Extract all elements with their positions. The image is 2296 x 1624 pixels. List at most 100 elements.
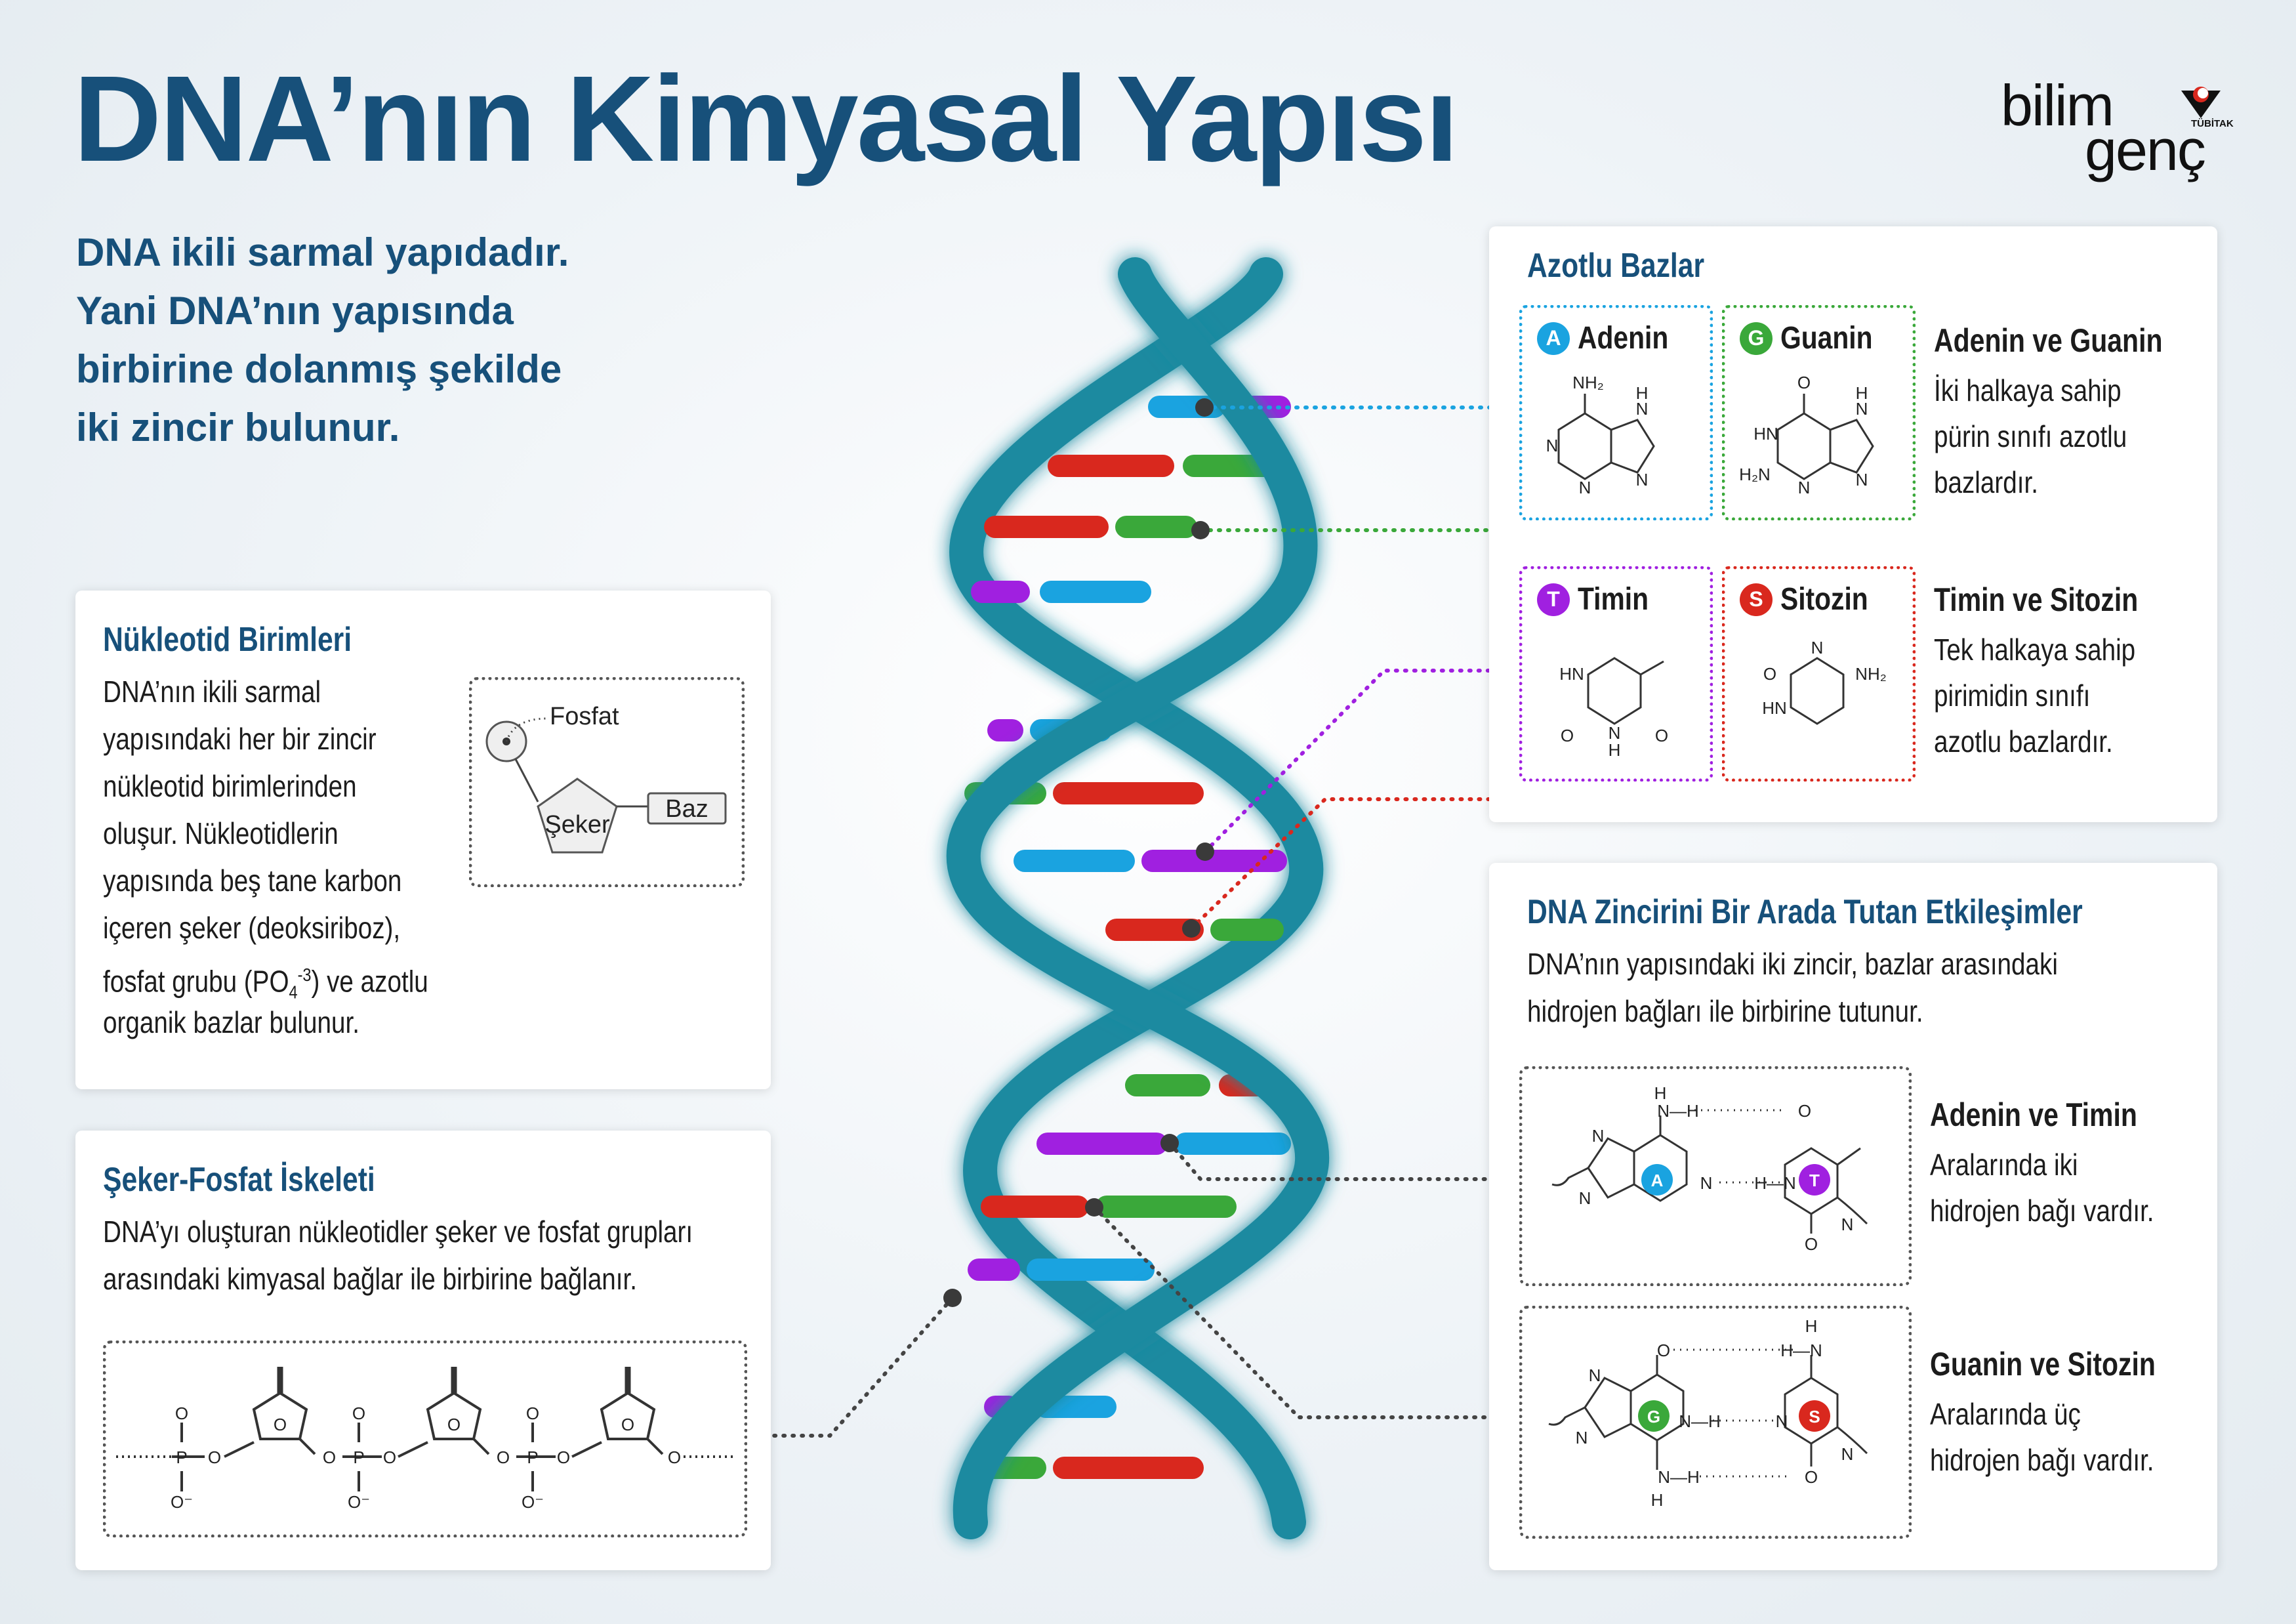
connector-dots: [943, 398, 1214, 1307]
pyrimidine-line: Tek halkaya sahip: [1934, 633, 2136, 667]
atom-o: O: [323, 1447, 336, 1467]
adenine-label: N: [1579, 478, 1591, 497]
base-rect-icon: [647, 792, 727, 825]
connector-dot: [1160, 1134, 1179, 1152]
adenine-name: Adenin: [1578, 321, 1669, 356]
atom-o: O: [175, 1404, 188, 1423]
at-label-n3: N: [1579, 1188, 1591, 1208]
connector-dot: [1085, 1198, 1103, 1217]
thymine-label: O: [1561, 726, 1574, 745]
guanine-label: H: [1856, 383, 1868, 403]
nucleotide-card: Nükleotid Birimleri DNA’nın ikili sarmal…: [75, 591, 771, 1089]
at-label-n: N: [1700, 1173, 1713, 1193]
gc-label-nh2: N—H: [1658, 1467, 1700, 1487]
backbone-line: arasındaki kimyasal bağlar ile birbirine…: [103, 1262, 638, 1296]
at-label-o: O: [1798, 1101, 1811, 1121]
at-badge-a: A: [1651, 1171, 1664, 1190]
at-title: Adenin ve Timin: [1930, 1096, 2137, 1133]
atom-o: O: [208, 1447, 221, 1467]
helix-front-strand: [946, 257, 1330, 1539]
formula-sup: -3: [297, 965, 312, 985]
base-pair-bar: [971, 581, 1030, 603]
gc-label-n2: N: [1589, 1365, 1601, 1385]
pyrimidine-line: azotlu bazlardır.: [1934, 724, 2113, 759]
gc-title: Guanin ve Sitozin: [1930, 1346, 2156, 1383]
base-pair-bar: [1096, 1196, 1237, 1218]
gc-label-h2: H: [1651, 1490, 1664, 1510]
gc-label-n: N: [1776, 1411, 1788, 1431]
atom-o: O: [383, 1447, 396, 1467]
cytosine-label: NH₂: [1855, 664, 1887, 684]
logo-tubitak: TÜBİTAK: [2191, 118, 2234, 129]
intro-line: iki zincir bulunur.: [76, 406, 400, 449]
atom-o: O: [621, 1415, 634, 1434]
gc-label-o2: O: [1805, 1467, 1818, 1487]
purine-line: pürin sınıfı azotlu: [1934, 419, 2127, 453]
cytosine-name: Sitozin: [1780, 582, 1868, 617]
cytosine-label: N: [1811, 638, 1824, 657]
tubitak-emblem-icon: [2181, 87, 2221, 118]
at-label-h: H: [1654, 1083, 1667, 1103]
guanine-badge: G: [1740, 322, 1773, 355]
atom-p: P: [353, 1447, 364, 1467]
thymine-structure-icon: HN O N H O: [1559, 657, 1668, 760]
connector-dot: [1195, 398, 1214, 417]
thymine-label: N: [1609, 723, 1621, 743]
label-baz: Baz: [665, 795, 708, 823]
cytosine-label: HN: [1762, 698, 1787, 718]
pyrimidine-line: pirimidin sınıfı: [1934, 678, 2091, 713]
interactions-line: hidrojen bağları ile birbirine tutunur.: [1527, 994, 1923, 1028]
nucleotide-line: organik bazlar bulunur.: [103, 1005, 359, 1039]
sugar-phosphate-backbone-diagram: P O O⁻ O O O P O O⁻ O O O P O O⁻ O O O: [116, 1367, 736, 1512]
base-pair-bar: [1027, 1259, 1155, 1281]
base-pair-bar: [1141, 850, 1287, 872]
gc-pair-box: G S O H—N H N—H N N—H H O N N N: [1519, 1306, 1912, 1539]
connector-thymine: [1203, 669, 1524, 854]
formula-post: ) ve azotlu: [311, 964, 428, 999]
gc-line: hidrojen bağı vardır.: [1930, 1443, 2154, 1477]
at-label-o2: O: [1805, 1234, 1818, 1254]
label-fosfat: Fosfat: [550, 703, 619, 730]
pyrimidine-title: Timin ve Sitozin: [1934, 581, 2139, 618]
at-label-nh: N—H: [1657, 1101, 1699, 1121]
guanine-structure-icon: O HN N H₂N N N H: [1739, 373, 1874, 497]
base-pair-bar: [968, 1259, 1020, 1281]
guanine-label: N: [1856, 399, 1868, 419]
interactions-line: DNA’nın yapısındaki iki zincir, bazlar a…: [1527, 947, 2058, 981]
gc-badge-g: G: [1647, 1407, 1660, 1426]
atom-o: O: [497, 1447, 510, 1467]
connector-at-pair: [1168, 1141, 1521, 1181]
base-pair-bar: [1210, 919, 1284, 941]
connector-backbone: [743, 1296, 954, 1438]
base-pair-bar: [1040, 581, 1151, 603]
gc-label-nh: N—H: [1679, 1411, 1721, 1431]
guanine-label: N: [1798, 478, 1811, 497]
base-pair-bar: [1174, 1133, 1291, 1155]
at-label-n4: N: [1841, 1215, 1854, 1234]
bases-title: Azotlu Bazlar: [1527, 247, 1705, 285]
logo-word-bilim: bilim: [2001, 73, 2114, 138]
base-pair-bar: [1053, 1457, 1204, 1479]
base-pair-bar: [1053, 782, 1204, 804]
adenine-badge-icon: [1641, 1164, 1673, 1196]
at-label-hn: H—N: [1754, 1173, 1796, 1193]
backbone-unit-2: [342, 1367, 490, 1491]
connector-gc-pair: [1092, 1205, 1521, 1419]
atom-p: P: [527, 1447, 538, 1467]
atom-o: O: [526, 1404, 539, 1423]
backbone-line: DNA’yı oluşturan nükleotidler şeker ve f…: [103, 1215, 693, 1249]
purine-line: İki halkaya sahip: [1934, 373, 2122, 407]
cytosine-structure-icon: N NH₂ O HN: [1762, 638, 1887, 725]
atom-o-minus: O⁻: [171, 1492, 193, 1512]
base-pair-bar: [981, 1196, 1089, 1218]
atom-p: P: [176, 1447, 187, 1467]
guanine-name: Guanin: [1780, 321, 1873, 356]
base-pair-bar: [1125, 1074, 1210, 1096]
atom-o-minus: O⁻: [522, 1492, 544, 1512]
intro-line: Yani DNA’nın yapısında: [76, 289, 514, 333]
gc-badge-s: S: [1809, 1407, 1820, 1426]
cytosine-badge-icon: [1799, 1400, 1830, 1432]
